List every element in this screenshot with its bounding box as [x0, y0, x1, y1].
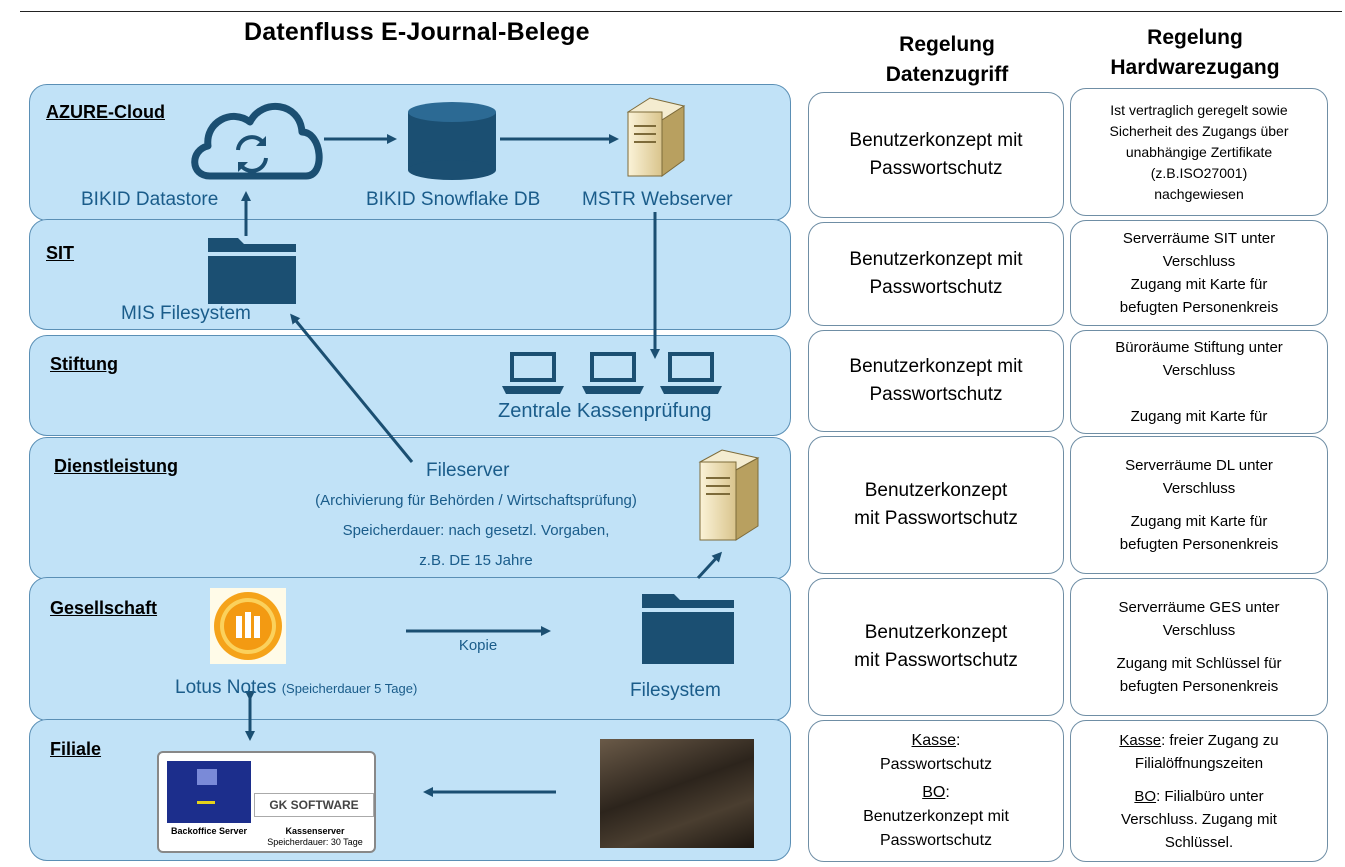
bo-text: Schlüssel. — [1164, 833, 1234, 851]
box-line: Benutzerkonzept mit — [849, 249, 1023, 270]
datenzugriff-box-sit: Benutzerkonzept mit Passwortschutz — [808, 222, 1064, 326]
label-lotus-notes: Lotus Notes (Speicherdauer 5 Tage) — [175, 677, 417, 699]
kasse-line: Kasse: freier Zugang zu — [1119, 729, 1278, 752]
label-kassenserver-title: Kassenserver — [285, 826, 345, 836]
bo-text: Passwortschutz — [879, 832, 993, 849]
band-label-azure: AZURE-Cloud — [46, 102, 165, 122]
box-line: Zugang mit Karte für — [1130, 513, 1268, 530]
box-line: Passwortschutz — [869, 158, 1003, 179]
label-speicherdauer-de: z.B. DE 15 Jahre — [419, 552, 533, 569]
box-line: Benutzerkonzept mit — [849, 356, 1023, 377]
datenzugriff-box-filiale: Kasse: Passwortschutz BO: Benutzerkonzep… — [808, 720, 1064, 862]
top-rule — [20, 11, 1342, 12]
datenzugriff-box-azure: Benutzerkonzept mit Passwortschutz — [808, 92, 1064, 218]
datenzugriff-box-stiftung: Benutzerkonzept mit Passwortschutz — [808, 330, 1064, 432]
band-label-gesellschaft: Gesellschaft — [50, 598, 158, 618]
backoffice-screen-icon — [167, 761, 251, 823]
label-datastore: BIKID Datastore — [81, 189, 219, 210]
label-backoffice-server: Backoffice Server — [170, 826, 248, 836]
hardwarezugang-box-gesellschaft: Serverräume GES unter Verschluss Zugang … — [1070, 578, 1328, 716]
band-sit — [29, 219, 791, 330]
datenzugriff-box-dienstleistung: Benutzerkonzept mit Passwortschutz — [808, 436, 1064, 574]
kasse-text: : freier Zugang zu — [1161, 731, 1279, 749]
column-header-line: Datenzugriff — [885, 63, 1009, 86]
label-fileserver-desc: (Archivierung für Behörden / Wirtschafts… — [315, 492, 637, 509]
box-line: nachgewiesen — [1154, 185, 1244, 202]
bo-label: BO — [1134, 787, 1157, 805]
box-line: Büroräume Stiftung unter — [1115, 339, 1283, 356]
box-line: Verschluss — [1162, 362, 1236, 379]
label-snowflake: BIKID Snowflake DB — [366, 189, 541, 210]
bo-label: BO — [922, 784, 946, 801]
column-header-line: Regelung — [899, 33, 995, 56]
label-filesystem: Filesystem — [630, 680, 721, 701]
label-zentrale: Zentrale Kassenprüfung — [498, 400, 712, 422]
hardwarezugang-box-filiale: Kasse: freier Zugang zu Filialöffnungsze… — [1070, 720, 1328, 862]
box-line: Verschluss — [1162, 622, 1236, 639]
kasse-label: Kasse — [911, 732, 956, 749]
backoffice-kassenserver-panel: GK SOFTWARE Backoffice Server Kassenserv… — [157, 751, 376, 853]
box-line: Verschluss — [1162, 480, 1236, 497]
box-line: unabhängige Zertifikate — [1125, 143, 1273, 160]
hardwarezugang-box-sit: Serverräume SIT unter Verschluss Zugang … — [1070, 220, 1328, 326]
page-title: Datenfluss E-Journal-Belege — [244, 18, 590, 46]
band-label-sit: SIT — [46, 243, 75, 263]
label-kopie: Kopie — [458, 637, 498, 654]
column-header-datenzugriff: Regelung Datenzugriff — [862, 30, 1032, 90]
box-line: Benutzerkonzept — [864, 480, 1008, 501]
box-line: befugten Personenkreis — [1119, 299, 1279, 316]
label-lotus-note: (Speicherdauer 5 Tage) — [281, 681, 418, 696]
label-mis-filesystem: MIS Filesystem — [121, 303, 251, 324]
kasse-line: Kasse: — [911, 732, 961, 749]
box-line: mit Passwortschutz — [854, 508, 1018, 529]
kasse-label: Kasse — [1119, 731, 1162, 749]
box-line: Benutzerkonzept — [864, 622, 1008, 643]
band-label-filiale: Filiale — [50, 739, 102, 759]
band-label-dienstleistung: Dienstleistung — [54, 456, 179, 476]
bo-text: Benutzerkonzept mit — [863, 808, 1009, 825]
hardwarezugang-box-azure: Ist vertraglich geregelt sowie Sicherhei… — [1070, 88, 1328, 216]
bo-line: BO: Filialbüro unter — [1134, 785, 1263, 808]
box-line: befugten Personenkreis — [1119, 536, 1279, 553]
label-speicherdauer: Speicherdauer: nach gesetzl. Vorgaben, — [342, 522, 610, 539]
box-line: befugten Personenkreis — [1119, 678, 1279, 695]
bo-text: : Filialbüro unter — [1156, 787, 1264, 805]
label-lotus-name: Lotus Notes — [175, 677, 277, 698]
bo-text: Verschluss. Zugang mit — [1121, 810, 1277, 828]
box-line: Benutzerkonzept mit — [849, 130, 1023, 151]
band-label-stiftung: Stiftung — [50, 354, 118, 374]
label-fileserver: Fileserver — [426, 460, 510, 481]
gk-software-logo: GK SOFTWARE — [254, 793, 374, 817]
label-kassenserver: Kassenserver Speicherdauer: 30 Tage — [256, 826, 374, 848]
box-line: mit Passwortschutz — [854, 650, 1018, 671]
box-line: (z.B.ISO27001) — [1150, 164, 1248, 181]
column-header-hardwarezugang: Regelung Hardwarezugang — [1090, 23, 1300, 83]
kasse-text: Passwortschutz — [879, 756, 993, 773]
box-line: Zugang mit Schlüssel für — [1116, 655, 1282, 672]
box-line: Passwortschutz — [869, 384, 1003, 405]
label-webserver: MSTR Webserver — [582, 189, 733, 210]
box-line: Serverräume DL unter — [1125, 457, 1273, 474]
column-header-line: Regelung — [1147, 26, 1243, 49]
kasse-text: Filialöffnungszeiten — [1134, 754, 1264, 772]
box-line: Ist vertraglich geregelt sowie — [1110, 101, 1288, 118]
box-line: Serverräume SIT unter — [1122, 230, 1276, 247]
column-header-line: Hardwarezugang — [1110, 56, 1280, 79]
box-line: Zugang mit Karte für — [1130, 276, 1268, 293]
label-kassenserver-note: Speicherdauer: 30 Tage — [267, 837, 363, 847]
datenzugriff-box-gesellschaft: Benutzerkonzept mit Passwortschutz — [808, 578, 1064, 716]
hardwarezugang-box-stiftung: Büroräume Stiftung unter Verschluss Zuga… — [1070, 330, 1328, 434]
pos-terminal-photo — [600, 739, 754, 848]
box-line: Zugang mit Karte für — [1130, 408, 1268, 425]
box-line: Sicherheit des Zugangs über — [1109, 122, 1289, 139]
box-line: Serverräume GES unter — [1118, 599, 1280, 616]
hardwarezugang-box-dienstleistung: Serverräume DL unter Verschluss Zugang m… — [1070, 436, 1328, 574]
box-line: Verschluss — [1162, 253, 1236, 270]
bo-line: BO: — [922, 784, 950, 801]
box-line: Passwortschutz — [869, 277, 1003, 298]
